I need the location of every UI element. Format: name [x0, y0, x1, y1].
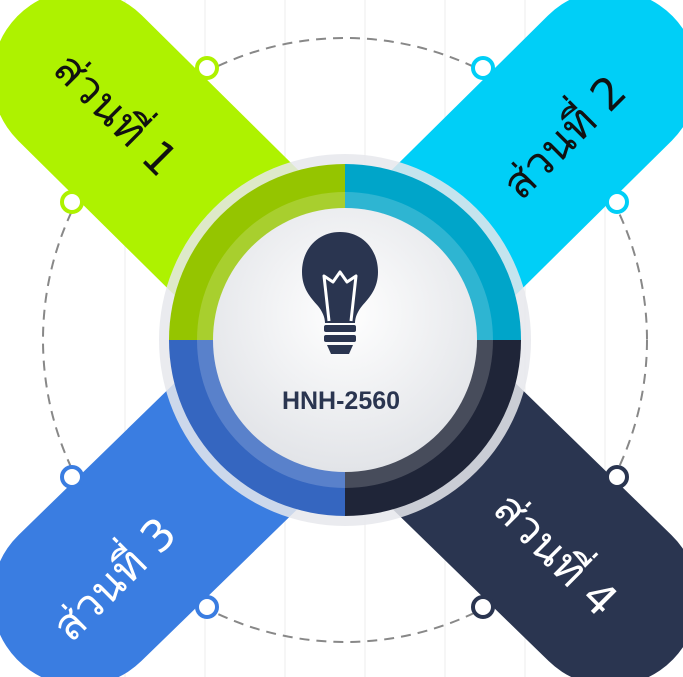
ring-dot: [60, 190, 84, 214]
ring-dot: [605, 465, 629, 489]
dashed-ring: [42, 37, 648, 643]
ring-dot: [60, 465, 84, 489]
ring-dot: [471, 56, 495, 80]
ring-dot: [605, 190, 629, 214]
ring-dot: [471, 595, 495, 619]
ring-dot: [195, 595, 219, 619]
ring-dot: [195, 56, 219, 80]
center-title: HNH-2560: [282, 387, 400, 415]
ring-dots: [60, 56, 629, 619]
lightbulb-icon: [302, 232, 378, 354]
